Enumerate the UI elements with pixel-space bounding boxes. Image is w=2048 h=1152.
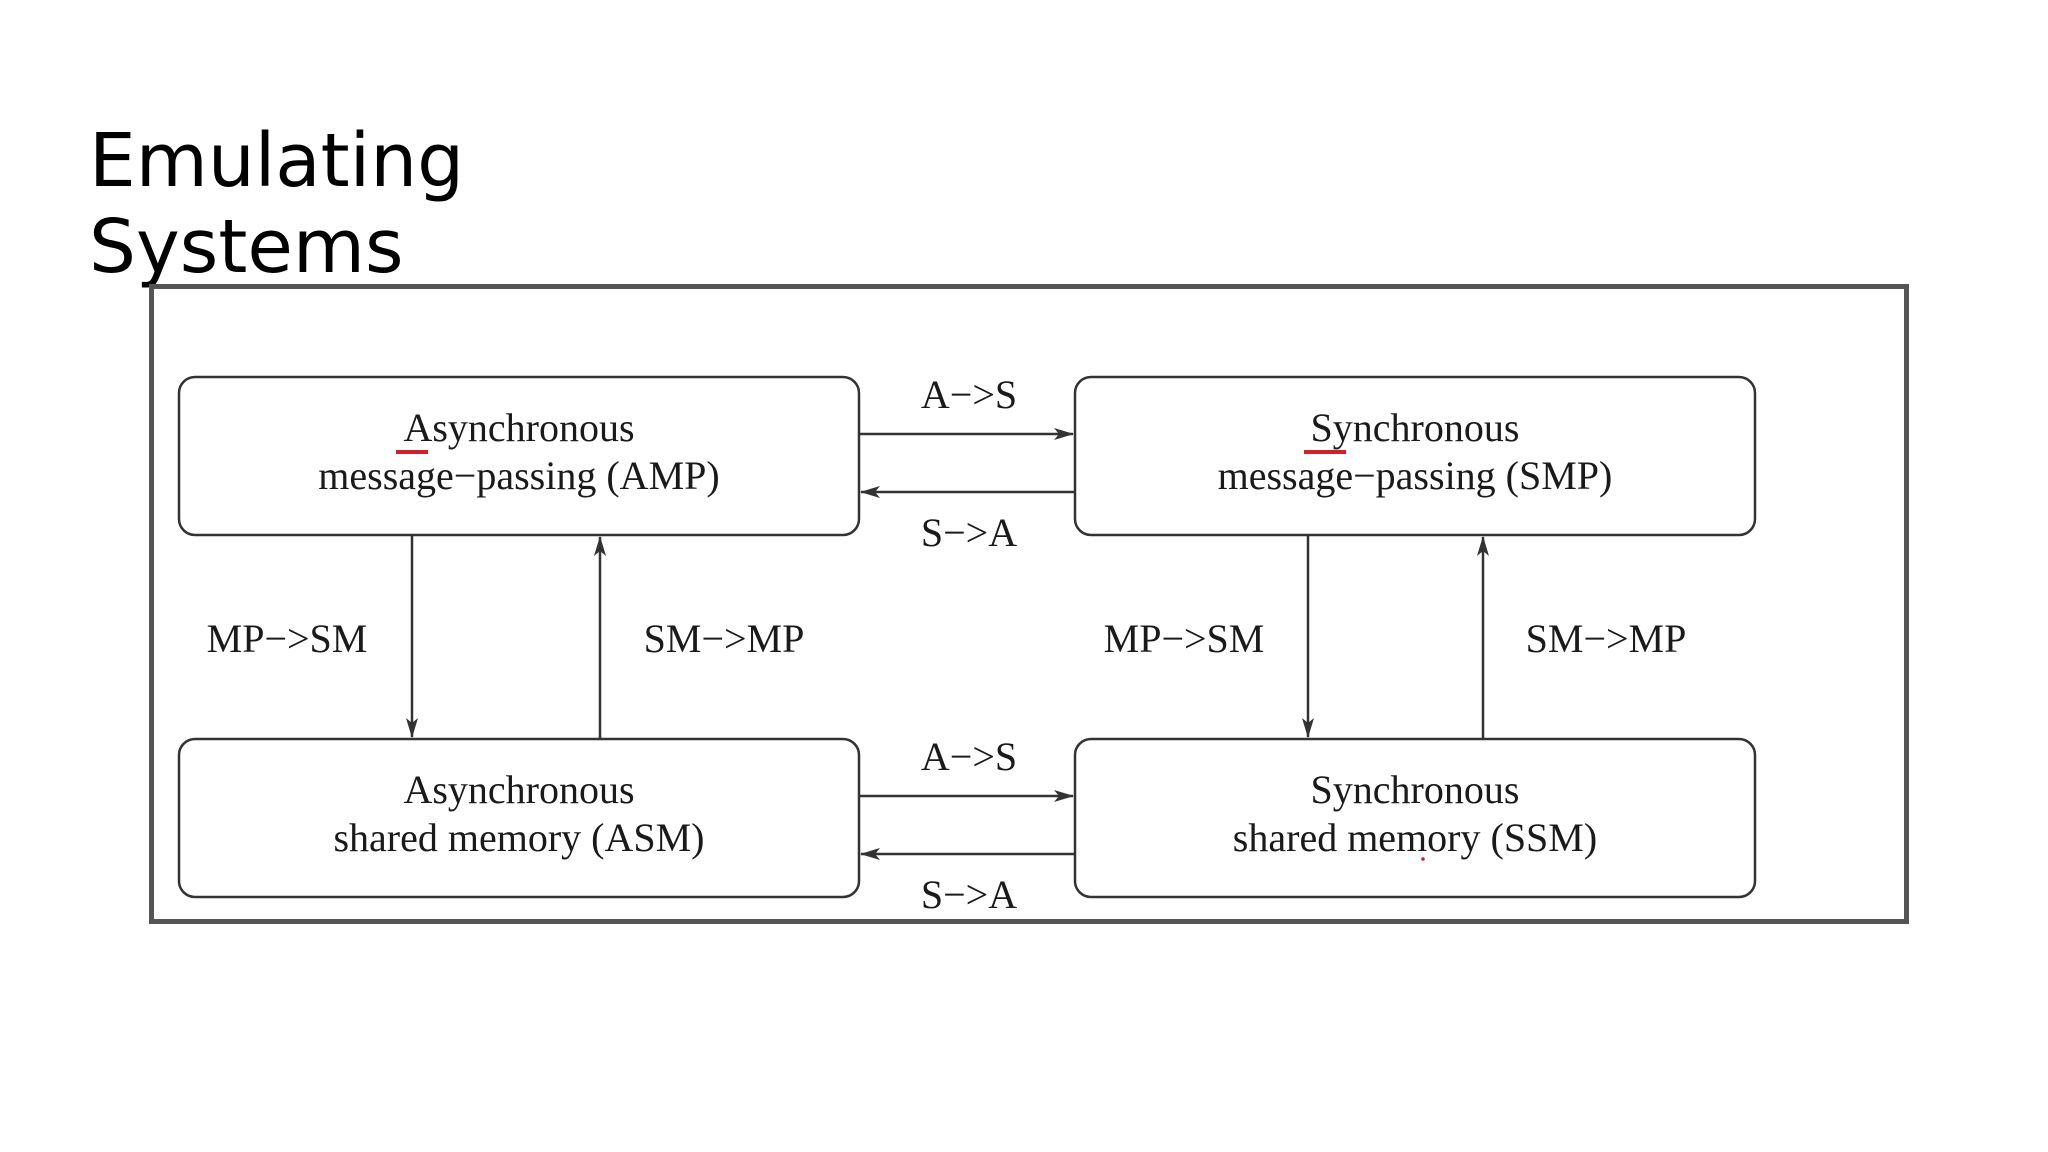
arrow-asm-to-ssm: A−>S: [859, 734, 1074, 802]
title-line-2: Systems: [89, 204, 404, 290]
arrow-ssm-to-smp: SM−>MP: [1477, 536, 1687, 739]
label-ssm-to-smp: SM−>MP: [1526, 616, 1687, 661]
box-ssm-line-1: Synchronous: [1311, 767, 1520, 812]
title-line-1: Emulating: [89, 118, 465, 204]
box-ssm-line-2: shared memory (SSM): [1233, 815, 1597, 860]
box-smp: Synchronous message−passing (SMP): [1073, 375, 1757, 537]
label-amp-to-smp: A−>S: [921, 372, 1017, 417]
label-smp-to-amp: S−>A: [921, 510, 1017, 555]
label-asm-to-amp: SM−>MP: [644, 616, 805, 661]
box-asm-line-2: shared memory (ASM): [333, 815, 704, 860]
box-amp: Asynchronous message−passing (AMP): [177, 375, 861, 537]
arrow-asm-to-amp: SM−>MP: [594, 536, 805, 739]
box-ssm: Synchronous shared memory (SSM): [1073, 737, 1757, 899]
arrow-smp-to-ssm: MP−>SM: [1104, 535, 1314, 738]
box-amp-line-1: Asynchronous: [403, 405, 634, 450]
box-amp-line-2: message−passing (AMP): [318, 453, 719, 498]
label-smp-to-ssm: MP−>SM: [1104, 616, 1265, 661]
box-asm: Asynchronous shared memory (ASM): [177, 737, 861, 899]
label-ssm-to-asm: S−>A: [921, 872, 1017, 917]
box-smp-line-1: Synchronous: [1311, 405, 1520, 450]
label-asm-to-ssm: A−>S: [921, 734, 1017, 779]
box-smp-line-2: message−passing (SMP): [1218, 453, 1613, 498]
arrow-smp-to-amp: S−>A: [860, 486, 1075, 555]
arrow-ssm-to-asm: S−>A: [860, 848, 1075, 917]
box-asm-line-1: Asynchronous: [403, 767, 634, 812]
label-amp-to-asm: MP−>SM: [207, 616, 368, 661]
arrow-amp-to-smp: A−>S: [859, 372, 1074, 440]
arrow-amp-to-asm: MP−>SM: [207, 535, 418, 738]
spellcheck-dot: [1421, 857, 1425, 861]
slide-title: Emulating Systems: [89, 118, 464, 290]
